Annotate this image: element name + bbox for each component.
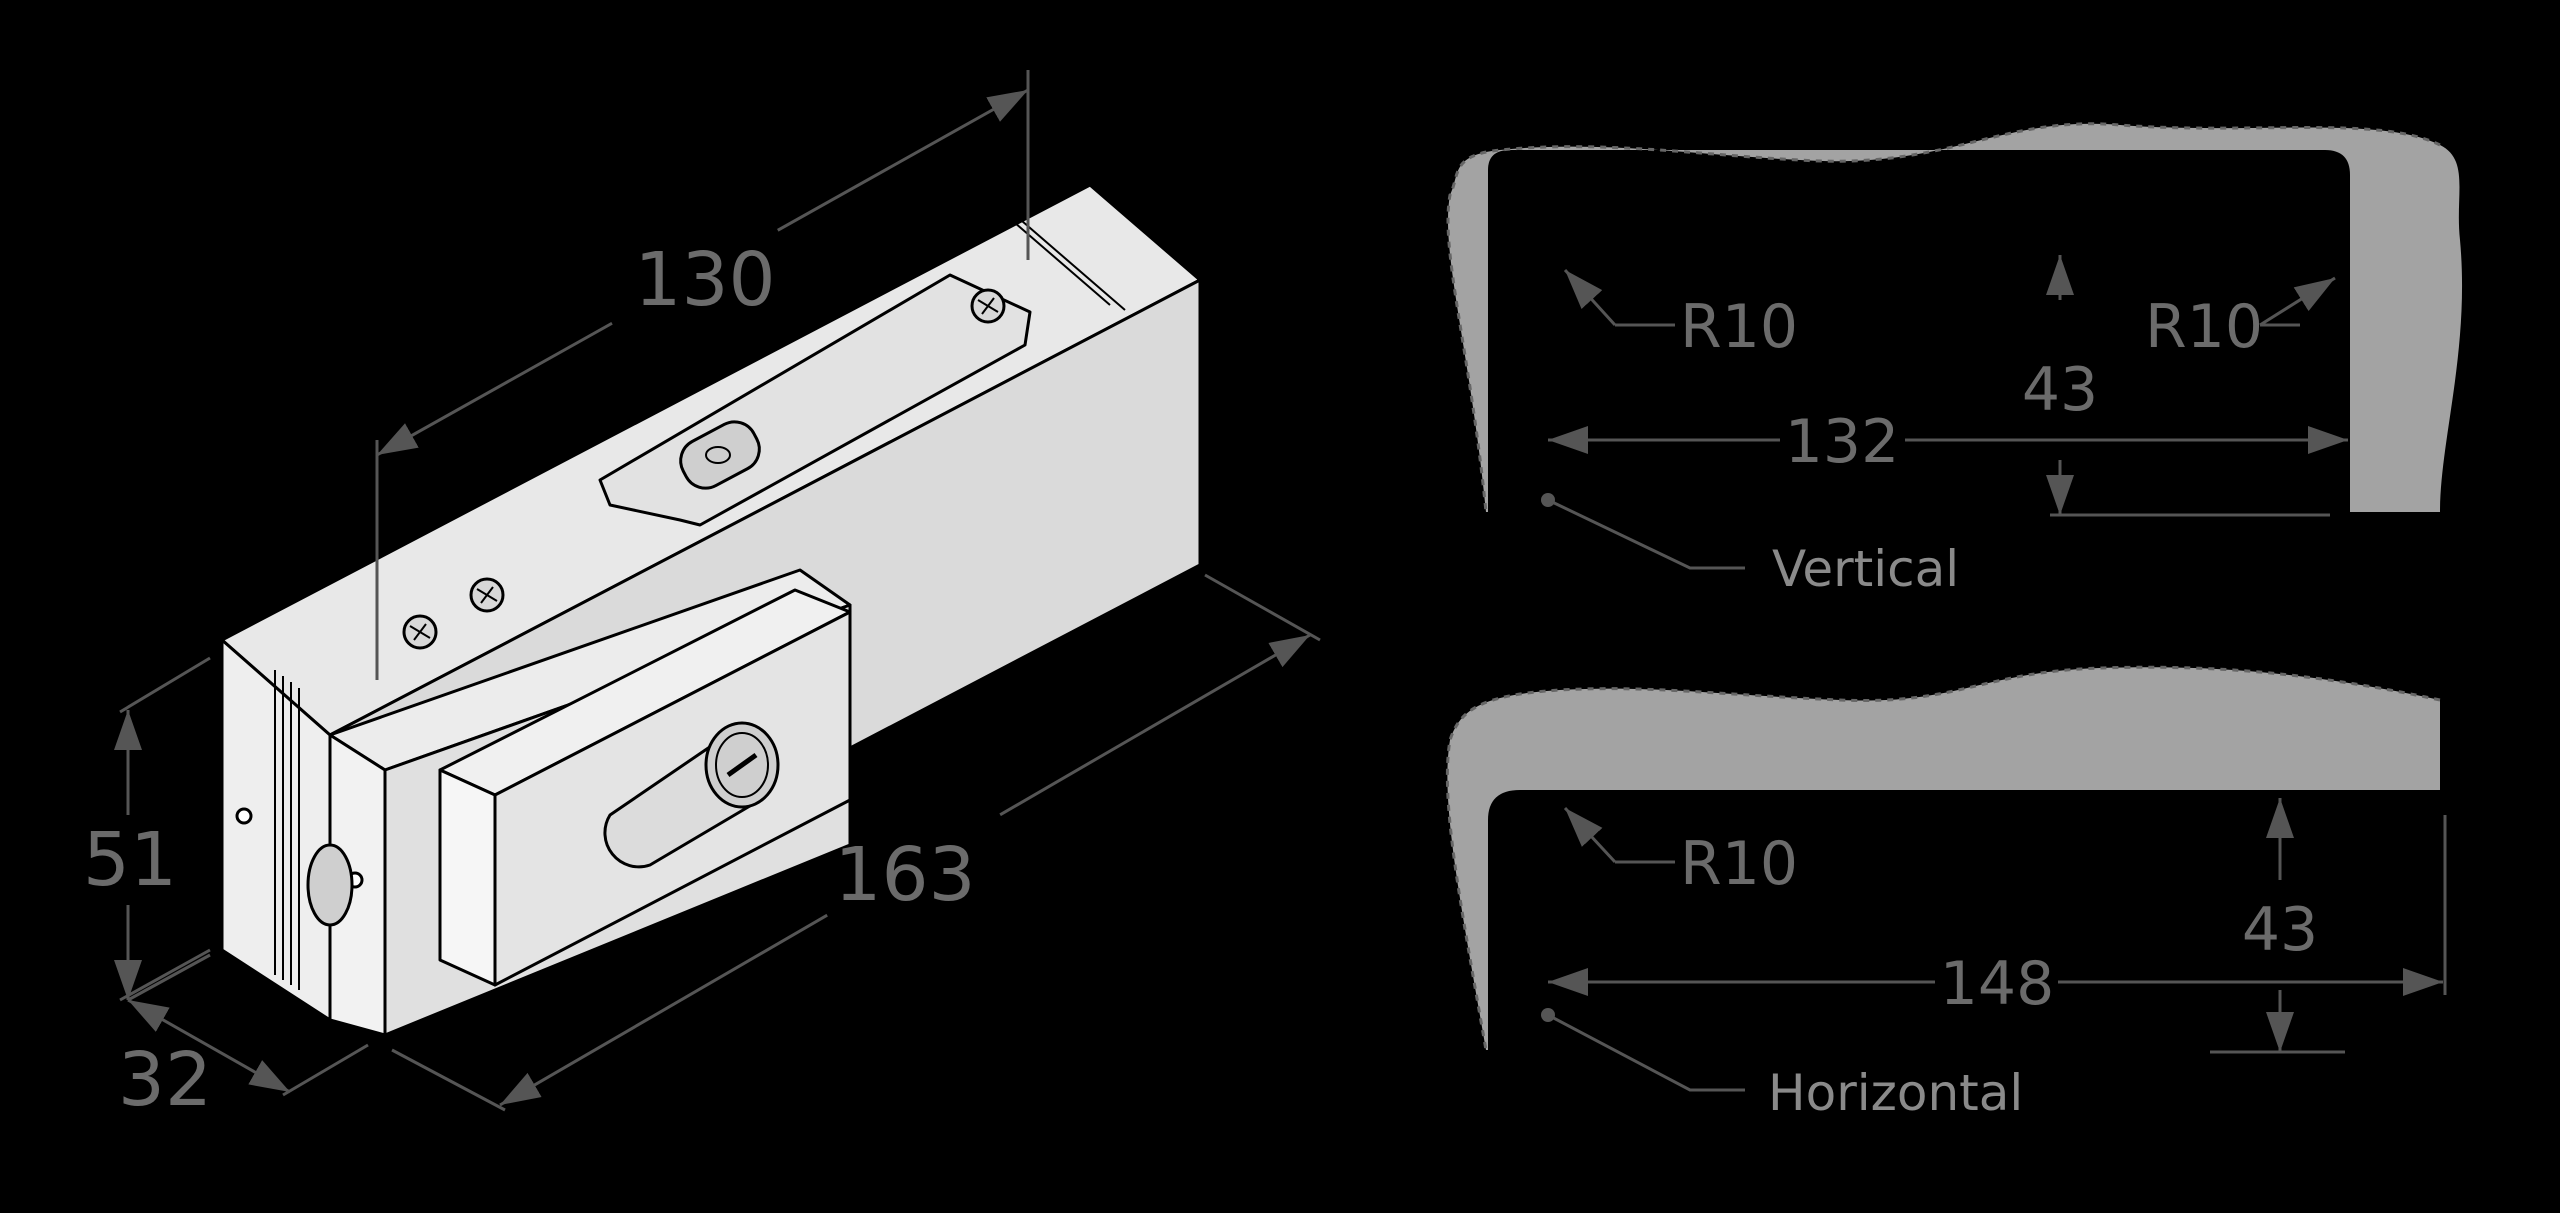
dimension-label-130: 130 bbox=[634, 237, 775, 323]
dimension-130: 130 bbox=[375, 70, 1030, 680]
screw-icon bbox=[402, 614, 438, 650]
glass-slot bbox=[274, 209, 1126, 990]
dimension-label-51: 51 bbox=[83, 817, 177, 903]
dimension-label-32: 32 bbox=[118, 1037, 212, 1123]
dimension-51: 51 bbox=[80, 656, 211, 1002]
horizontal-height-label: 43 bbox=[2242, 895, 2318, 965]
horizontal-label: Horizontal bbox=[1768, 1064, 2023, 1122]
vertical-radius-left-label: R10 bbox=[1680, 292, 1798, 362]
screw-icon bbox=[469, 577, 505, 613]
fixing-hole-icon bbox=[235, 807, 253, 825]
vertical-profile-shape bbox=[1448, 123, 2463, 512]
vertical-radius-right-label: R10 bbox=[2145, 292, 2263, 362]
vertical-width-label: 132 bbox=[1785, 407, 1900, 477]
vertical-profile: R10 R10 43 132 Vertical bbox=[1446, 122, 2463, 598]
horizontal-width-label: 148 bbox=[1940, 949, 2055, 1019]
dimension-163: 163 bbox=[391, 573, 1321, 1112]
lock-body-end bbox=[438, 768, 497, 987]
pivot-cap-icon bbox=[306, 843, 354, 927]
screw-icon bbox=[970, 288, 1006, 324]
dimension-label-163: 163 bbox=[834, 832, 975, 918]
vertical-height-label: 43 bbox=[2022, 355, 2098, 425]
horizontal-profile-shape bbox=[1447, 667, 2440, 1050]
horizontal-profile: R10 43 148 Horizontal bbox=[1445, 665, 2447, 1122]
horizontal-radius-left-label: R10 bbox=[1680, 829, 1798, 899]
vertical-label: Vertical bbox=[1772, 540, 1959, 598]
dimension-32: 32 bbox=[118, 953, 369, 1123]
